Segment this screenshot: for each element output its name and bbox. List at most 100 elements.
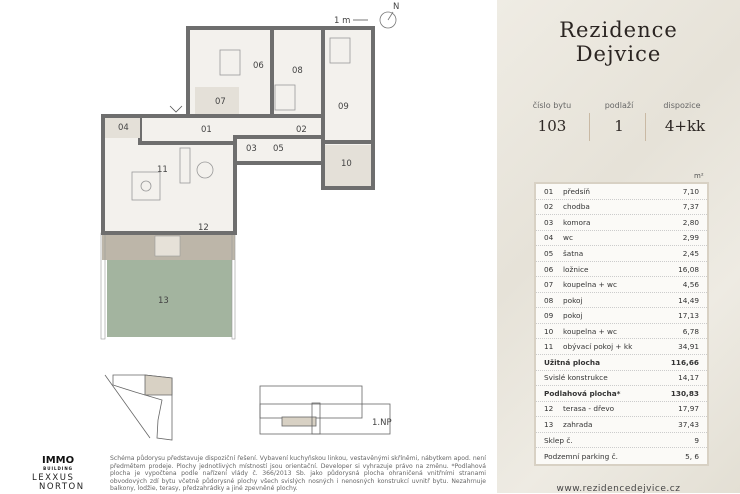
room-number: 02 xyxy=(544,202,554,212)
table-row: 05 šatna 2,45 xyxy=(536,246,707,262)
room-03: 03 xyxy=(246,144,257,154)
room-13: 13 xyxy=(158,296,169,306)
brand-line2: Dejvice xyxy=(575,42,662,66)
room-area: 5, 6 xyxy=(685,451,699,461)
layout-value: 4+kk xyxy=(664,117,706,135)
layout-label: dispozice xyxy=(663,101,701,110)
scale-label: 1 m xyxy=(334,16,350,26)
bathroom-07 xyxy=(195,87,239,114)
room-area: 14,49 xyxy=(678,295,699,305)
room-10: 10 xyxy=(341,159,352,169)
room-name: Podzemní parking č. xyxy=(544,451,618,461)
room-labels: 06 08 09 07 04 01 02 03 05 10 11 12 13 xyxy=(118,61,352,306)
room-05: 05 xyxy=(273,144,284,154)
room-04: 04 xyxy=(118,123,129,133)
floor-marker: 1.NP xyxy=(372,418,392,428)
table-row: 01 předsíň 7,10 xyxy=(536,184,707,200)
website-link[interactable]: www.rezidencedejvice.cz xyxy=(556,484,681,494)
north-label: N xyxy=(393,2,399,12)
table-row: 06 ložnice 16,08 xyxy=(536,262,707,278)
room-number: 12 xyxy=(544,404,554,414)
room-12: 12 xyxy=(198,223,209,233)
room-name: koupelna + wc xyxy=(563,326,618,336)
walls xyxy=(101,26,375,235)
table-row: Podzemní parking č. 5, 6 xyxy=(536,448,707,464)
unit-header: m² xyxy=(694,172,704,180)
divider xyxy=(645,113,646,141)
room-name: obývací pokoj + kk xyxy=(563,342,633,352)
room-11: 11 xyxy=(157,165,168,175)
room-area: 16,08 xyxy=(678,264,699,274)
room-area: 7,37 xyxy=(682,202,699,212)
room-number: 06 xyxy=(544,264,554,274)
disclaimer-note: Schéma půdorysu představuje dispoziční ř… xyxy=(110,455,486,493)
room-07: 07 xyxy=(215,97,226,107)
room-area: 116,66 xyxy=(670,357,699,367)
table-row: Sklep č.9 xyxy=(536,433,707,449)
room-name: pokoj xyxy=(563,311,583,321)
brand-line1: Rezidence xyxy=(559,18,678,42)
table-row: 07 koupelna + wc 4,56 xyxy=(536,277,707,293)
room-number: 08 xyxy=(544,295,554,305)
room-06: 06 xyxy=(253,61,264,71)
room-name: šatna xyxy=(563,248,584,258)
room-area: 7,10 xyxy=(682,186,699,196)
table-row: 12 terasa - dřevo 17,97 xyxy=(536,402,707,418)
room-09: 09 xyxy=(338,102,349,112)
entrance-marker-icon xyxy=(169,105,183,113)
table-row: 10 koupelna + wc 6,78 xyxy=(536,324,707,340)
furniture xyxy=(131,37,351,201)
room-area: 2,80 xyxy=(682,217,699,227)
room-01: 01 xyxy=(201,125,212,135)
room-area: 2,99 xyxy=(682,233,699,243)
room-area: 4,56 xyxy=(682,280,699,290)
divider xyxy=(589,113,590,141)
room-area: 130,83 xyxy=(670,388,699,398)
floor-label: podlaží xyxy=(604,101,634,110)
room-number: 13 xyxy=(544,419,554,429)
room-number: 01 xyxy=(544,186,554,196)
info-panel: Rezidence Dejvice číslo bytu podlaží dis… xyxy=(497,0,740,494)
room-area: 34,91 xyxy=(678,342,699,352)
room-area: 2,45 xyxy=(682,248,699,258)
unit-number-label: číslo bytu xyxy=(532,101,572,110)
room-number: 05 xyxy=(544,248,554,258)
building-elevation-thumbnail xyxy=(259,385,391,435)
site-plan-thumbnail xyxy=(104,374,173,441)
room-name: ložnice xyxy=(563,264,589,274)
north-compass-icon xyxy=(379,11,397,29)
room-name: Sklep č. xyxy=(544,435,573,445)
room-number: 10 xyxy=(544,326,554,336)
room-name: koupelna + wc xyxy=(563,280,618,290)
room-number: 04 xyxy=(544,233,554,243)
bathroom-10 xyxy=(325,145,371,186)
table-row: Podlahová plocha*130,83 xyxy=(536,386,707,402)
room-name: Užitná plocha xyxy=(544,357,601,367)
room-name: zahrada xyxy=(563,419,593,429)
room-name: předsíň xyxy=(563,186,591,196)
room-02: 02 xyxy=(296,125,307,135)
room-area: 14,17 xyxy=(678,373,699,383)
room-area: 17,13 xyxy=(678,311,699,321)
room-area: 6,78 xyxy=(682,326,699,336)
room-number: 07 xyxy=(544,280,554,290)
table-row: Svislé konstrukce 14,17 xyxy=(536,371,707,387)
table-row: 08 pokoj 14,49 xyxy=(536,293,707,309)
room-name: Svislé konstrukce xyxy=(544,373,608,383)
room-number: 03 xyxy=(544,217,554,227)
room-name: komora xyxy=(563,217,591,227)
room-name: pokoj xyxy=(563,295,583,305)
room-name: terasa - dřevo xyxy=(563,404,615,414)
room-area: 17,97 xyxy=(678,404,699,414)
unit-number: 103 xyxy=(537,117,567,135)
table-row: 03 komora 2,80 xyxy=(536,215,707,231)
floor-plan: 06 08 09 07 04 01 02 03 05 10 11 12 13 1… xyxy=(100,2,399,441)
wc-04 xyxy=(105,118,140,138)
